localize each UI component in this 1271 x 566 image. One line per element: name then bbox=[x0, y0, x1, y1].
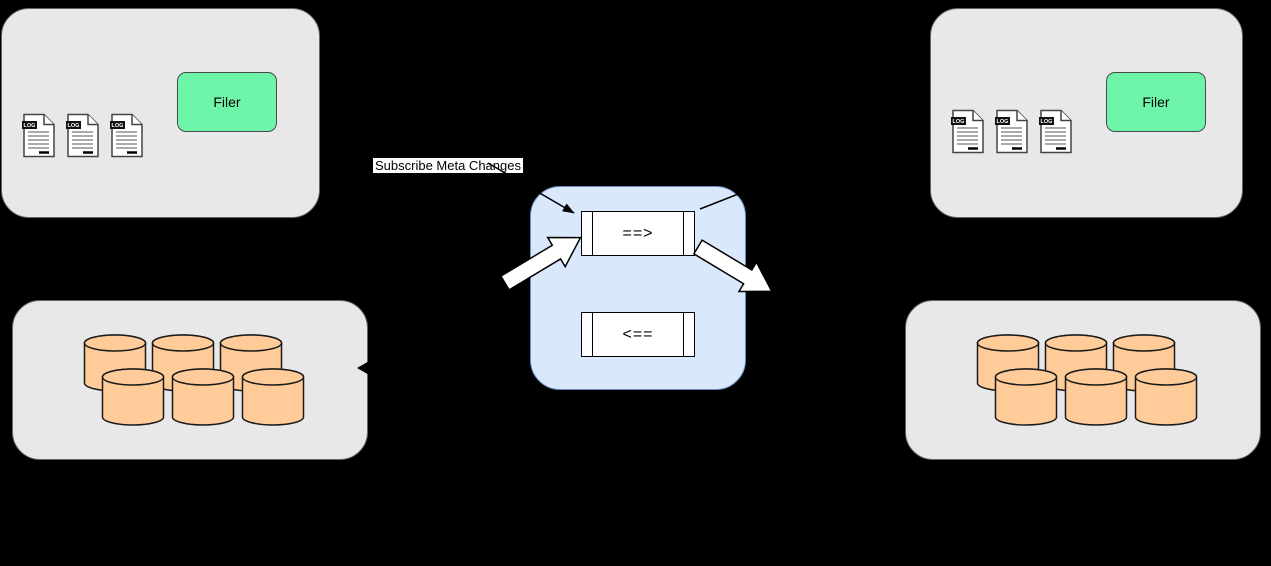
log-tab-label: LOG bbox=[24, 123, 36, 129]
database-cylinder-icon bbox=[171, 368, 235, 426]
log-file-icon: LOG bbox=[1039, 109, 1072, 154]
log-tab-label: LOG bbox=[997, 119, 1009, 125]
forward-queue-box: ==> bbox=[581, 211, 695, 256]
database-cylinder-icon bbox=[241, 368, 305, 426]
queue-end-line bbox=[683, 313, 684, 356]
queue-end-line bbox=[683, 212, 684, 255]
right-filer-node: Filer bbox=[1106, 72, 1206, 132]
subscribe-meta-changes-label: Subscribe Meta Changes bbox=[373, 158, 523, 173]
log-file-icon: LOG bbox=[22, 113, 55, 158]
database-cylinder-icon bbox=[1134, 368, 1198, 426]
log-file-icon: LOG bbox=[110, 113, 143, 158]
log-file-icon: LOG bbox=[995, 109, 1028, 154]
queue-end-line bbox=[592, 212, 593, 255]
left-filer-label: Filer bbox=[213, 94, 241, 110]
left-volume-box bbox=[12, 300, 368, 460]
queue-end-line bbox=[592, 313, 593, 356]
log-tab-label: LOG bbox=[112, 123, 124, 129]
right-volume-box bbox=[905, 300, 1261, 460]
log-tab-label: LOG bbox=[68, 123, 80, 129]
database-cylinder-icon bbox=[101, 368, 165, 426]
sync-process-box: ==> <== bbox=[530, 186, 746, 390]
right-filer-label: Filer bbox=[1142, 94, 1170, 110]
right-cluster-box: LOG LOG LOG Filer bbox=[930, 8, 1243, 218]
forward-queue-label: ==> bbox=[622, 224, 654, 242]
left-cluster-box: LOG LOG LOG Filer bbox=[1, 8, 320, 218]
log-file-icon: LOG bbox=[66, 113, 99, 158]
backward-queue-label: <== bbox=[622, 325, 654, 343]
log-tab-label: LOG bbox=[1041, 119, 1053, 125]
database-cylinder-icon bbox=[994, 368, 1058, 426]
database-cylinder-icon bbox=[1064, 368, 1128, 426]
left-filer-node: Filer bbox=[177, 72, 277, 132]
backward-queue-box: <== bbox=[581, 312, 695, 357]
log-tab-label: LOG bbox=[953, 119, 965, 125]
log-file-icon: LOG bbox=[951, 109, 984, 154]
